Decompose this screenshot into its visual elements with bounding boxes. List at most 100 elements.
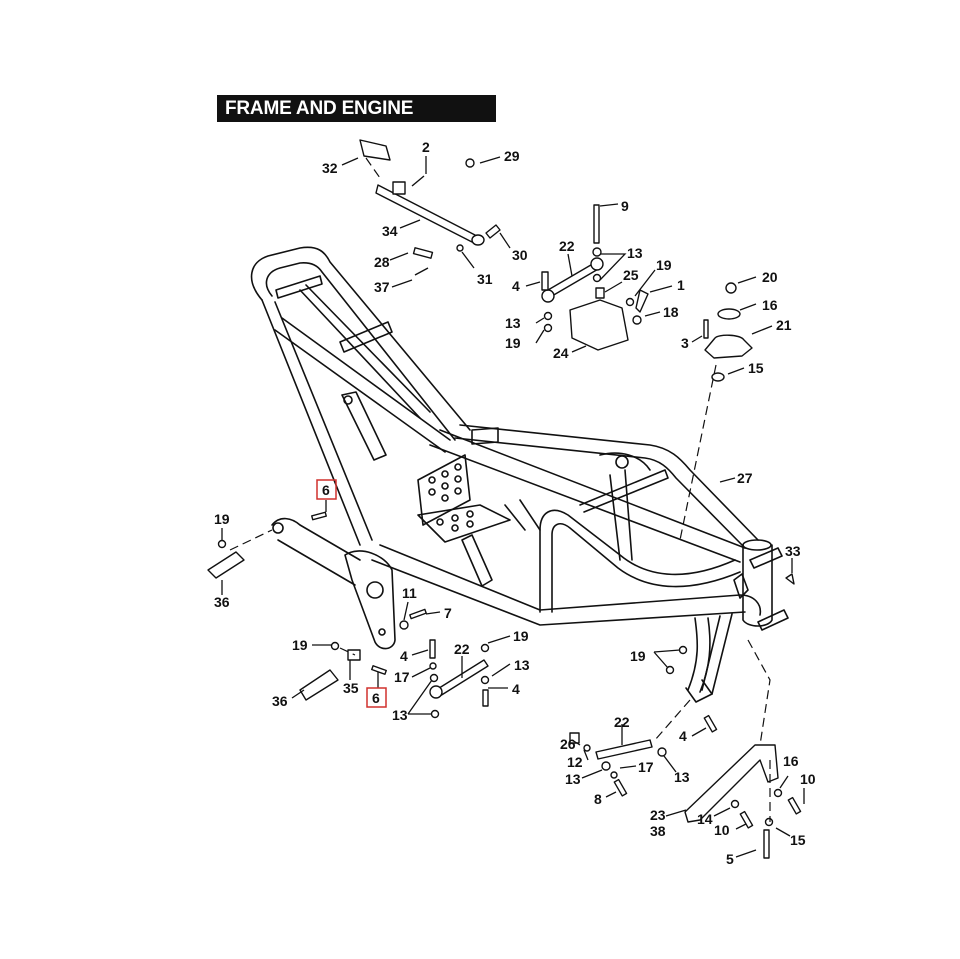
part-19-nut-d (330, 641, 340, 651)
dash-21 (679, 364, 717, 541)
steering-head (742, 544, 773, 627)
engine-cradle (504, 499, 541, 531)
down-tube-right (701, 613, 733, 695)
parts (207, 139, 802, 859)
callout-19: 19 (214, 511, 230, 527)
part-26-bushing (569, 732, 580, 744)
callout-34: 34 (382, 223, 398, 239)
callout-30: 30 (512, 247, 528, 263)
top-gusset (471, 427, 499, 445)
part-7-bolt (409, 608, 427, 620)
rear-rail-a (299, 289, 421, 419)
part-19-nut-g (665, 665, 675, 675)
leader-lines (221, 156, 805, 858)
footpeg-arm-upper (271, 517, 361, 561)
part-13-washer-e (480, 675, 490, 685)
callout-35: 35 (343, 680, 359, 696)
callout-19: 19 (505, 335, 521, 351)
skid-plate-vertical (417, 454, 471, 526)
steering-head-top (742, 539, 772, 551)
callout-13: 13 (565, 771, 581, 787)
rear-subframe-outer (250, 246, 471, 431)
callout-19: 19 (656, 257, 672, 273)
callout-13: 13 (627, 245, 643, 261)
callout-5: 5 (726, 851, 734, 867)
part-13-washer-a (592, 247, 602, 257)
callout-6-highlighted: 6 (322, 482, 330, 498)
ghost-engine-hole (615, 455, 629, 469)
rear-crossbar-2 (339, 321, 393, 353)
part-37 (414, 267, 429, 276)
part-17-washer-b (610, 771, 618, 779)
rear-tab (341, 391, 387, 461)
dash-19-rear (229, 529, 273, 551)
callout-19: 19 (292, 637, 308, 653)
part-13-washer-c (543, 311, 553, 321)
part-13-washer-d (429, 673, 439, 683)
callout-11: 11 (402, 585, 417, 601)
front-loop-inner (551, 523, 741, 613)
callout-1: 1 (677, 277, 685, 293)
callout-17: 17 (638, 759, 654, 775)
part-36-footpeg-a (207, 551, 245, 579)
part-11-washer (399, 620, 409, 630)
callout-22: 22 (559, 238, 575, 254)
callout-31: 31 (477, 271, 493, 287)
callout-16: 16 (783, 753, 799, 769)
part-2-screw (411, 175, 425, 187)
cross-tube (579, 469, 669, 513)
callout-10: 10 (714, 822, 730, 838)
part-34-block (392, 181, 406, 195)
part-28-spring (412, 247, 434, 259)
part-19-nut-c (217, 539, 227, 549)
part-14-washer (730, 799, 740, 809)
part-21-mount (704, 334, 753, 359)
callout-29: 29 (504, 148, 520, 164)
callout-4: 4 (400, 648, 408, 664)
ghost-engine-outline (599, 452, 651, 561)
part-19-nut-e (480, 643, 490, 653)
down-tube-left (687, 617, 699, 691)
part-36-footpeg-b (299, 669, 339, 701)
callout-21: 21 (776, 317, 792, 333)
part-12-washer (583, 744, 591, 752)
part-9-bolt (593, 204, 600, 244)
rear-subframe-diag2 (274, 329, 446, 453)
callout-7: 7 (444, 605, 452, 621)
part-4-bolt-c (482, 689, 489, 707)
rear-rail-b (305, 284, 431, 413)
callout-13: 13 (514, 657, 530, 673)
callout-27: 27 (737, 470, 753, 486)
callout-13: 13 (674, 769, 690, 785)
part-18-washer (632, 315, 642, 325)
part-29 (465, 158, 475, 168)
highlight-box-6-upper (316, 479, 337, 500)
callout-23: 23 (650, 807, 666, 823)
part-19-nut-b (625, 297, 635, 307)
rear-footpeg-bracket-hole (366, 581, 384, 599)
part-15-nut-b (764, 817, 774, 827)
part-4-bolt-b (429, 639, 436, 659)
passenger-peg-mount-hole (272, 522, 284, 534)
callout-18: 18 (663, 304, 679, 320)
part-17-washer-a (429, 662, 437, 670)
part-13-washer-h (657, 747, 667, 757)
callout-3: 3 (681, 335, 689, 351)
part-33-clip (785, 573, 795, 585)
callout-32: 32 (322, 160, 338, 176)
callout-8: 8 (594, 791, 602, 807)
callout-22: 22 (614, 714, 630, 730)
part-16-nut-b (773, 788, 783, 798)
dash-32 (365, 157, 381, 179)
skid-plate-horizontal (417, 504, 511, 543)
callout-4: 4 (679, 728, 687, 744)
top-rail-upper (459, 424, 759, 541)
skid-plate-holes (428, 463, 474, 532)
main-frame (250, 246, 789, 703)
part-13-washer-b (592, 273, 602, 283)
callout-6-highlighted: 6 (372, 690, 380, 706)
part-1-bolt (635, 289, 649, 313)
callout-17: 17 (394, 669, 410, 685)
part-22-rod-b-end (429, 685, 443, 699)
